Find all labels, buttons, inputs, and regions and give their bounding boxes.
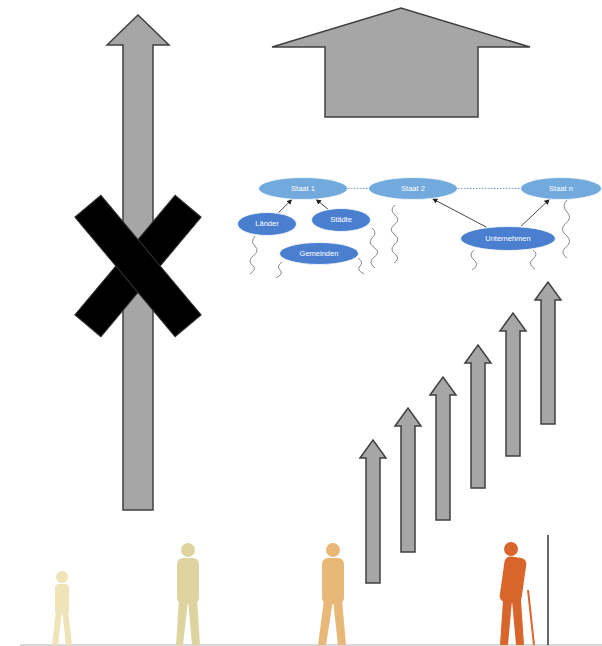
arrow-connector	[278, 200, 291, 213]
ellipse-outline	[461, 227, 556, 251]
node-label: Gemeinden	[300, 250, 339, 258]
dotted-link	[458, 188, 520, 189]
ellipse-outline	[238, 213, 297, 236]
ellipse-node: Unternehmen	[460, 226, 556, 251]
ellipse-outline	[521, 178, 602, 200]
arrow-connector	[316, 199, 328, 209]
node-label: Staat 1	[291, 185, 315, 193]
ellipse-node: Staat 1	[258, 177, 348, 200]
node-label: Staat n	[549, 185, 573, 193]
ellipse-node: Städte	[311, 208, 371, 232]
adult-figure	[176, 543, 200, 645]
elderly-figure	[499, 542, 534, 645]
node-label: Länder	[255, 220, 278, 228]
cross-mark	[75, 195, 201, 336]
ellipse-node: Länder	[237, 212, 297, 236]
older-figure	[318, 543, 346, 645]
wide-arrow	[272, 8, 530, 117]
arrow-connector	[521, 200, 550, 227]
ellipse-outline	[369, 178, 458, 200]
ellipse-outline	[259, 178, 348, 200]
ellipse-outline	[280, 243, 359, 265]
step-arrows	[360, 282, 561, 583]
wiggle-lines	[250, 200, 570, 278]
child-figure	[52, 571, 72, 645]
arrow-connector	[433, 199, 487, 227]
ellipse-node: Gemeinden	[279, 242, 359, 265]
ellipse-node: Staat n	[520, 177, 602, 200]
node-label: Staat 2	[401, 185, 425, 193]
node-label: Unternehmen	[485, 235, 530, 243]
dotted-link	[348, 188, 368, 189]
node-label: Städte	[330, 216, 352, 224]
ground-line	[20, 644, 602, 646]
ellipse-node: Staat 2	[368, 177, 458, 200]
ellipse-outline	[312, 209, 371, 232]
marker-line	[547, 535, 548, 645]
